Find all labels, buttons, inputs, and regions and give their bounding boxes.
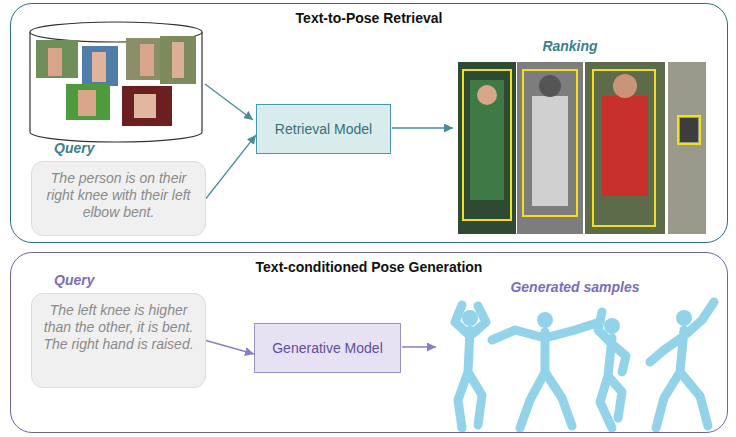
query-text: The left knee is higher than the other, … <box>32 294 205 360</box>
query-text: The person is on their right knee with t… <box>32 162 205 228</box>
ranking-images <box>458 62 706 234</box>
model-box: Generative Model <box>254 323 401 373</box>
query-bubble: QueryThe left knee is higher than the ot… <box>31 293 206 388</box>
query-heading: Query <box>54 140 94 157</box>
flow-arrow <box>402 346 436 347</box>
section-label: Ranking <box>505 38 635 54</box>
group-panel: Text-to-Pose RetrievalQueryThe person is… <box>10 3 728 243</box>
model-label: Retrieval Model <box>265 121 382 138</box>
flow-arrow <box>392 127 453 128</box>
model-label: Generative Model <box>262 340 393 357</box>
model-box: Retrieval Model <box>256 104 391 154</box>
flow-arrow <box>205 84 253 120</box>
connector-arrow <box>206 341 254 355</box>
connector-arrow <box>206 135 256 199</box>
query-bubble: QueryThe person is on their right knee w… <box>31 161 206 236</box>
database-cylinder <box>30 22 202 142</box>
section-label: Generated samples <box>480 279 670 295</box>
pose-figures <box>455 302 714 428</box>
query-heading: Query <box>54 272 94 289</box>
panel-title: Text-conditioned Pose Generation <box>11 259 727 276</box>
panel-title: Text-to-Pose Retrieval <box>11 10 727 27</box>
